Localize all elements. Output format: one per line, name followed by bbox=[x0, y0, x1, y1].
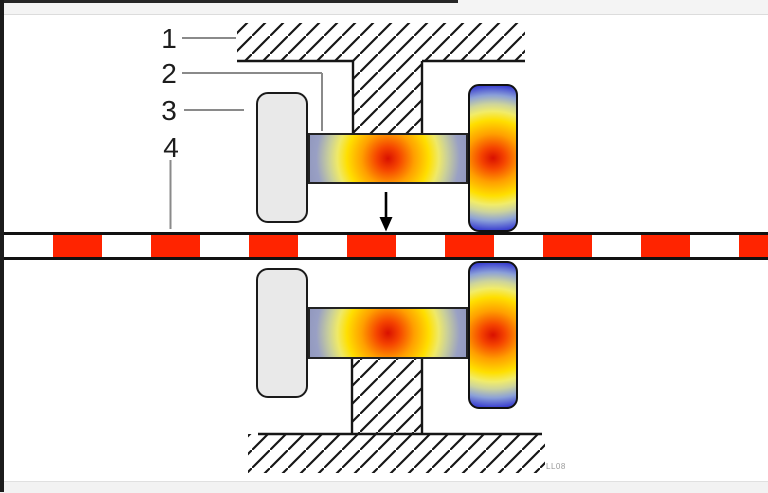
film-stripe-band bbox=[0, 232, 768, 260]
lower-fixture-hatch bbox=[352, 359, 422, 434]
upper-fixture-hatch bbox=[237, 23, 525, 133]
top-window-strip bbox=[0, 0, 768, 15]
callout-1: 1 bbox=[161, 23, 177, 54]
callout-2: 2 bbox=[161, 58, 177, 89]
callout-3: 3 bbox=[161, 95, 177, 126]
top-window-edge bbox=[0, 0, 458, 3]
lower-floor-hatch bbox=[248, 434, 545, 473]
left-window-edge bbox=[0, 0, 4, 492]
callout-leader-lines bbox=[169, 37, 323, 229]
signature-text: LL08 bbox=[546, 462, 566, 471]
lower-heat-pad bbox=[468, 261, 518, 409]
callout-4: 4 bbox=[163, 132, 179, 163]
lower-heater-bar bbox=[308, 307, 468, 359]
lower-gray-block bbox=[256, 268, 308, 398]
upper-heat-pad bbox=[468, 84, 518, 232]
upper-fixture-outline bbox=[237, 59, 525, 133]
bottom-window-strip bbox=[0, 481, 768, 493]
upper-gray-block bbox=[256, 92, 308, 223]
lower-fixture-outline bbox=[258, 359, 542, 436]
pressure-arrow-icon bbox=[379, 192, 393, 232]
upper-heater-bar bbox=[308, 133, 468, 184]
